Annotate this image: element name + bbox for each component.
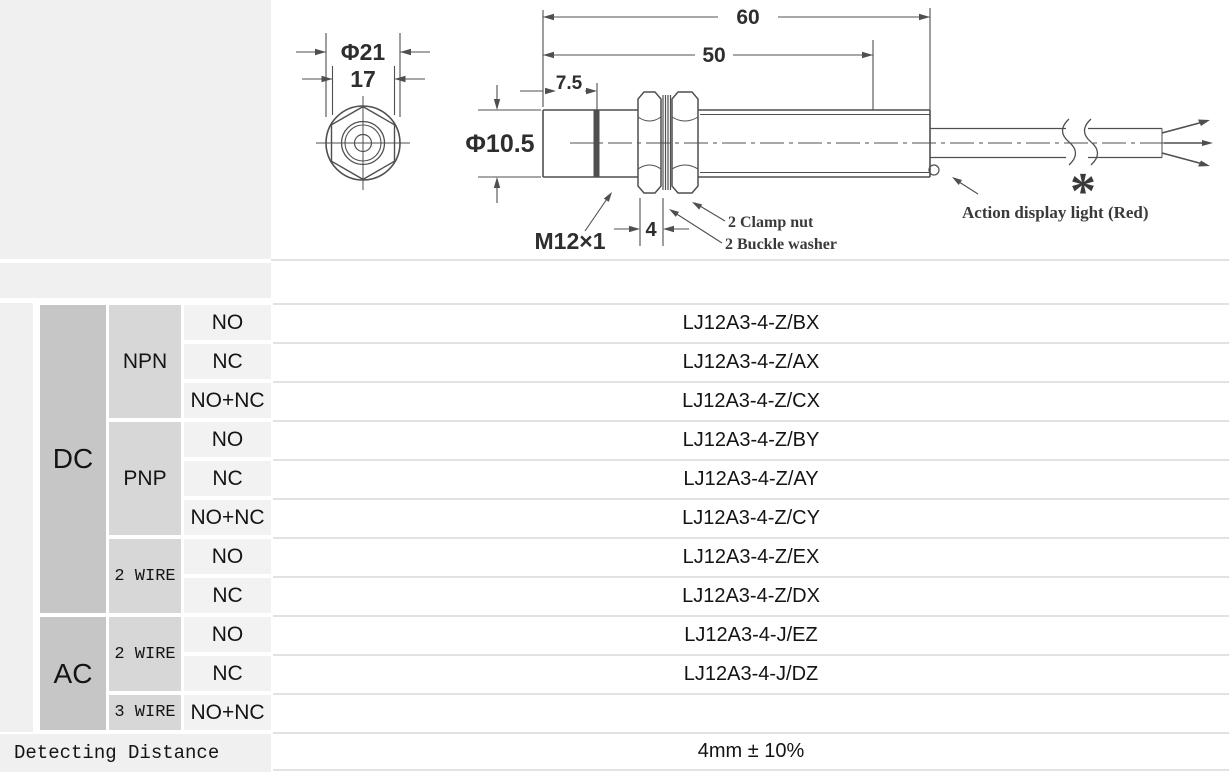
buckle-washer-leader-line <box>671 210 723 244</box>
side-view-arrowheads <box>493 13 962 233</box>
model-row: LJ12A3-4-Z/CX <box>273 381 1229 420</box>
action-light-callout: Action display light (Red) <box>962 203 1149 222</box>
contact-cell: NC <box>184 578 271 613</box>
clamp-nut-1 <box>637 91 662 194</box>
detecting-distance-label: Detecting Distance <box>0 734 271 772</box>
power-group-dc: DC <box>40 305 106 613</box>
model-row: LJ12A3-4-J/EZ <box>273 615 1229 654</box>
top-separator-hairline <box>271 259 1229 261</box>
contact-cell: NC <box>184 344 271 379</box>
output-group-3wire: 3 WIRE <box>109 695 181 730</box>
contact-cell: NO <box>184 617 271 652</box>
power-group-ac: AC <box>40 617 106 730</box>
cable <box>930 118 1163 166</box>
contact-cell: NO+NC <box>184 383 271 418</box>
thread-start-band <box>593 110 600 177</box>
clamp-nut-2 <box>671 91 699 194</box>
front-view-arrowheads <box>315 48 411 83</box>
dim-body-diameter-label: Φ10.5 <box>465 130 534 158</box>
thread-leader-line <box>584 195 610 232</box>
model-row: LJ12A3-4-Z/DX <box>273 576 1229 615</box>
footnote-asterisk: * <box>1070 163 1096 220</box>
front-view-drawing <box>316 96 410 190</box>
model-row: LJ12A3-4-Z/EX <box>273 537 1229 576</box>
output-group-2wire-dc: 2 WIRE <box>109 539 181 613</box>
side-view-dimensions <box>478 8 979 246</box>
model-row: LJ12A3-4-Z/AY <box>273 459 1229 498</box>
left-gray-band <box>0 263 271 298</box>
model-row: LJ12A3-4-Z/CY <box>273 498 1229 537</box>
contact-cell: NO+NC <box>184 695 271 730</box>
contact-cell: NO+NC <box>184 500 271 535</box>
buckle-washer-callout: 2 Buckle washer <box>725 236 837 253</box>
model-row: LJ12A3-4-Z/AX <box>273 342 1229 381</box>
contact-cell: NC <box>184 461 271 496</box>
clamp-nut-callout: 2 Clamp nut <box>728 214 814 231</box>
dim-body-length-label: 50 <box>702 44 725 67</box>
output-group-2wire-ac: 2 WIRE <box>109 617 181 691</box>
contact-cell: NO <box>184 422 271 457</box>
dim-across-flats-label: 17 <box>350 66 376 92</box>
output-group-pnp: PNP <box>109 422 181 535</box>
contact-cell: NC <box>184 656 271 691</box>
model-row-empty <box>273 693 1229 732</box>
model-row: LJ12A3-4-Z/BX <box>273 303 1229 342</box>
thread-spec-label: M12×1 <box>535 228 606 254</box>
dim-total-length-label: 60 <box>736 6 759 29</box>
side-view-body <box>542 91 1205 194</box>
contact-cell: NO <box>184 305 271 340</box>
wire-lead-tips <box>1198 119 1213 167</box>
dim-head-length-label: 7.5 <box>556 73 583 94</box>
dim-outer-diameter-label: Φ21 <box>341 39 386 65</box>
model-row: LJ12A3-4-J/DZ <box>273 654 1229 693</box>
detecting-distance-value: 4mm ± 10% <box>273 732 1229 771</box>
dimension-diagram: Φ21 17 <box>296 6 1213 254</box>
dim-washer-width-label: 4 <box>645 219 657 241</box>
contact-cell: NO <box>184 539 271 574</box>
model-row: LJ12A3-4-Z/BY <box>273 420 1229 459</box>
output-group-npn: NPN <box>109 305 181 418</box>
top-left-gray-panel <box>0 0 271 259</box>
action-light-bump <box>928 164 940 176</box>
left-margin-strip <box>0 303 33 732</box>
